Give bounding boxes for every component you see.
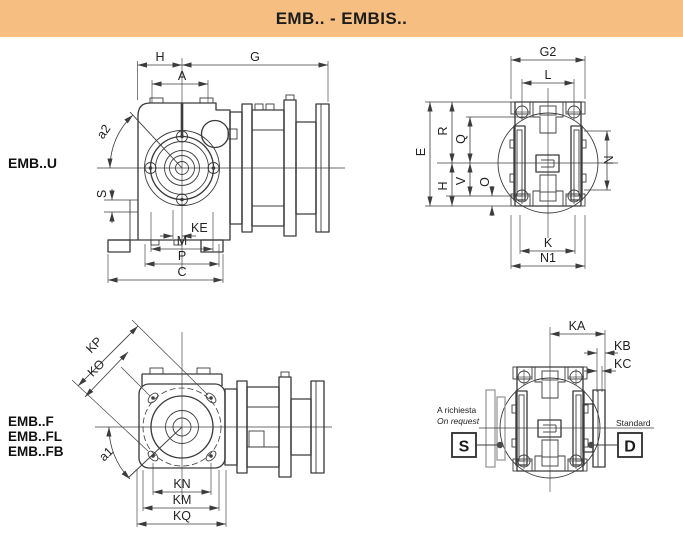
dimensions: H G A a2 S KE: [94, 50, 329, 283]
model-labels-embf: EMB..F EMB..FL EMB..FB: [8, 414, 64, 459]
motor-assembly: [224, 371, 325, 478]
centerlines: [95, 332, 332, 500]
model-label-embf: EMB..F: [8, 414, 54, 429]
dim-label-kc: KC: [614, 357, 631, 371]
dim-label-g: G: [250, 50, 260, 64]
centerlines: [437, 88, 618, 238]
dim-label-a1: a1: [96, 444, 116, 464]
dim-label-a: A: [178, 69, 187, 83]
motor-assembly: [229, 94, 330, 237]
dim-label-p: P: [178, 249, 186, 263]
dim-label-kb: KB: [614, 339, 631, 353]
pointer-dot-right: [587, 441, 595, 449]
corner-bolt-holes: [514, 104, 582, 204]
dim-label-r: R: [436, 126, 450, 135]
dim-label-kn: KN: [173, 477, 190, 491]
optional-shaft-gray: [485, 389, 506, 468]
dim-label-ke: KE: [191, 221, 208, 235]
dim-label-k: K: [544, 236, 553, 250]
dim-label-n1: N1: [540, 251, 556, 265]
dim-label-ka: KA: [569, 319, 586, 333]
model-label-embfb: EMB..FB: [8, 444, 64, 459]
corner-bolt-holes: [516, 369, 584, 469]
note-on-request-en: On request: [437, 416, 480, 426]
option-letter-s: S: [459, 439, 470, 456]
gearbox-housing: [107, 97, 231, 253]
page-header: EMB.. - EMBIS..: [0, 0, 683, 37]
dim-label-l: L: [545, 68, 552, 82]
dim-label-kq: KQ: [173, 509, 191, 523]
dim-label-km: KM: [173, 493, 192, 507]
dim-label-h2: H: [436, 181, 450, 190]
dim-label-h: H: [155, 50, 164, 64]
view-emb-f-side: KP KO a1 KN KM KQ: [71, 319, 332, 527]
dim-label-e: E: [414, 148, 428, 156]
dim-label-a2: a2: [94, 122, 113, 141]
standard-shaft: [582, 389, 606, 468]
flange-corner-bolts: [147, 392, 217, 462]
dimensions: KA KB KC: [550, 319, 631, 392]
dim-label-n: N: [602, 155, 616, 164]
centerlines: [97, 58, 345, 270]
centerlines: [479, 327, 654, 492]
dim-label-s: S: [95, 190, 109, 198]
option-letter-d: D: [624, 439, 636, 456]
dim-label-q: Q: [454, 134, 468, 144]
dimensions: KP KO a1 KN KM KQ: [71, 319, 227, 527]
note-on-request-it: A richiesta: [437, 405, 476, 415]
page-title: EMB.. - EMBIS..: [275, 8, 408, 28]
dim-label-o: O: [478, 177, 492, 187]
view-mounting-end: KA KB KC A richiesta On request Standard…: [437, 319, 654, 492]
pointer-dot-left: [496, 441, 504, 449]
breather-plug: [200, 119, 238, 149]
dim-label-m: M: [177, 234, 187, 248]
model-label-embu: EMB..U: [8, 155, 57, 171]
dim-label-v: V: [454, 176, 468, 185]
view-emb-u-side: H G A a2 S KE: [94, 50, 345, 283]
dim-label-kp: KP: [83, 334, 105, 356]
dimensions: G2 L E R Q H V O: [414, 45, 616, 269]
dim-label-c: C: [177, 265, 186, 279]
mounting-options: A richiesta On request Standard S D: [437, 405, 651, 458]
note-standard: Standard: [616, 418, 651, 428]
view-emb-u-end: G2 L E R Q H V O: [414, 45, 618, 269]
model-label-embfl: EMB..FL: [8, 429, 62, 444]
dim-label-g2: G2: [540, 45, 557, 59]
